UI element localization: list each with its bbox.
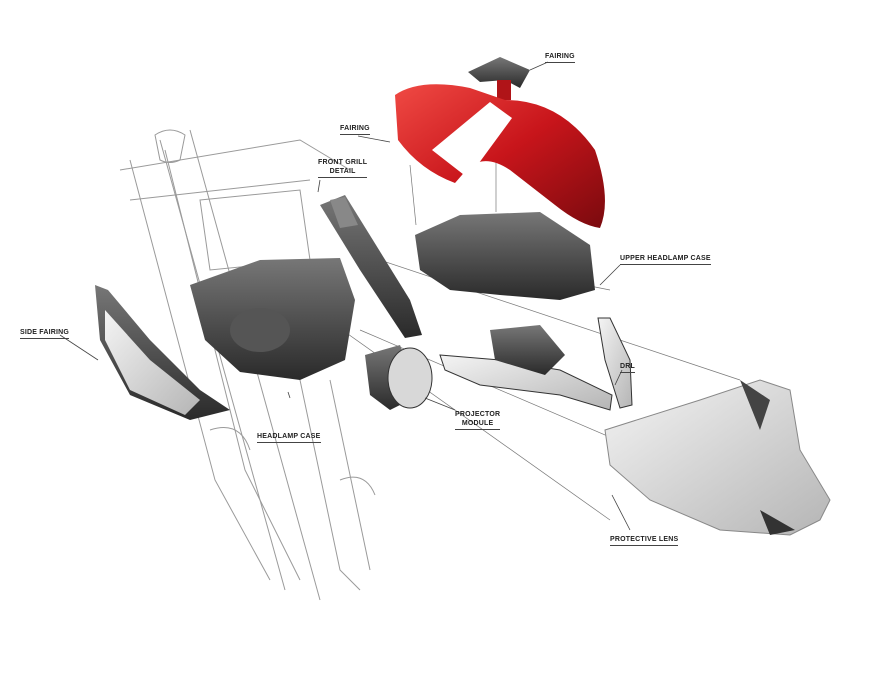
- fairing-stem: [497, 80, 511, 100]
- upper-headlamp-case-part: [415, 212, 595, 300]
- label-front-grill: FRONT GRILL DETAIL: [318, 158, 368, 178]
- fork-sketch: [119, 129, 376, 601]
- label-upper-headlamp-case: UPPER HEADLAMP CASE: [620, 254, 711, 265]
- projector-module-part: [365, 345, 433, 410]
- label-protective-lens: PROTECTIVE LENS: [610, 535, 679, 546]
- label-front-grill-line2: DETAIL: [329, 168, 356, 175]
- protective-lens-part: [604, 379, 831, 536]
- label-fairing-top: FAIRING: [545, 52, 575, 63]
- label-drl: DRL: [620, 362, 635, 373]
- label-projector-module: PROJECTOR MODULE: [455, 410, 501, 430]
- top-fairing-part: [468, 57, 530, 88]
- label-leaders: [59, 61, 631, 531]
- red-fairing-part: [395, 84, 605, 228]
- label-projector-line2: MODULE: [461, 420, 494, 427]
- label-projector-line1: PROJECTOR: [455, 411, 501, 418]
- drl-part: [597, 317, 633, 409]
- label-fairing: FAIRING: [340, 124, 370, 135]
- front-grill-part: [320, 195, 422, 338]
- label-front-grill-line1: FRONT GRILL: [318, 159, 368, 166]
- label-headlamp-case: HEADLAMP CASE: [257, 432, 321, 443]
- label-side-fairing: SIDE FAIRING: [20, 328, 70, 339]
